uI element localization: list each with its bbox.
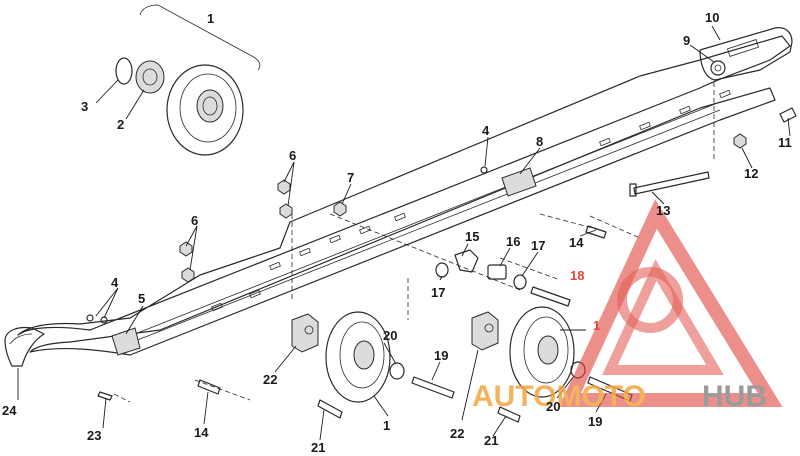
- rear-end-cap: [699, 27, 793, 81]
- callout-19-right: 19: [588, 414, 602, 429]
- callout-17-right: 17: [531, 238, 545, 253]
- callout-19-mid: 19: [434, 348, 448, 363]
- callout-labels: 1 2 3 4 4 5 6 6 7 8 9 10 11 12 13 14 14 …: [2, 10, 792, 455]
- callout-23: 23: [87, 428, 101, 443]
- rail-tip: [4, 326, 45, 367]
- callout-6-top: 6: [289, 148, 296, 163]
- callout-4-top: 4: [482, 123, 490, 138]
- watermark-text-left: AUTOMOTO: [472, 380, 646, 413]
- callout-20-mid: 20: [383, 328, 397, 343]
- watermark-triangle-icon: [559, 199, 783, 407]
- callout-7: 7: [347, 170, 354, 185]
- callout-1-top: 1: [207, 11, 214, 26]
- slide-rail: [17, 35, 791, 356]
- watermark-text-right: HUB: [702, 380, 767, 413]
- rail-slots: [211, 89, 731, 312]
- callout-8: 8: [536, 134, 543, 149]
- callout-22-right: 22: [450, 426, 464, 441]
- assembly-lines: [113, 82, 715, 403]
- callout-20-right: 20: [546, 399, 560, 414]
- watermark: AUTOMOTO HUB: [472, 199, 783, 413]
- callout-11: 11: [778, 135, 792, 150]
- callout-5: 5: [138, 291, 145, 306]
- callout-21-right: 21: [484, 433, 498, 448]
- callout-22-left: 22: [263, 372, 277, 387]
- callout-14-bottom: 14: [194, 425, 209, 440]
- callout-9: 9: [683, 33, 690, 48]
- callout-15: 15: [465, 229, 479, 244]
- callout-18: 18: [570, 268, 584, 283]
- wheel-bottom-left: [325, 311, 405, 403]
- callout-14-right: 14: [569, 235, 584, 250]
- callout-1-bottom: 1: [383, 418, 390, 433]
- callout-21-left: 21: [311, 440, 325, 455]
- callout-16: 16: [506, 234, 520, 249]
- callout-17-left: 17: [431, 285, 445, 300]
- leader-lines: [17, 25, 791, 441]
- wheel-assembly-top: [115, 4, 261, 156]
- callout-10: 10: [705, 10, 719, 25]
- callout-1-right: 1: [593, 318, 600, 333]
- callout-2: 2: [117, 117, 124, 132]
- callout-3: 3: [81, 99, 88, 114]
- callout-6-mid: 6: [191, 213, 198, 228]
- bracket-right: [471, 311, 499, 351]
- bracket-left: [291, 313, 319, 353]
- callout-4-left: 4: [111, 275, 119, 290]
- callout-12: 12: [744, 166, 758, 181]
- callout-24: 24: [2, 403, 17, 418]
- callout-13: 13: [656, 203, 670, 218]
- watermark-circle-icon: [617, 267, 683, 333]
